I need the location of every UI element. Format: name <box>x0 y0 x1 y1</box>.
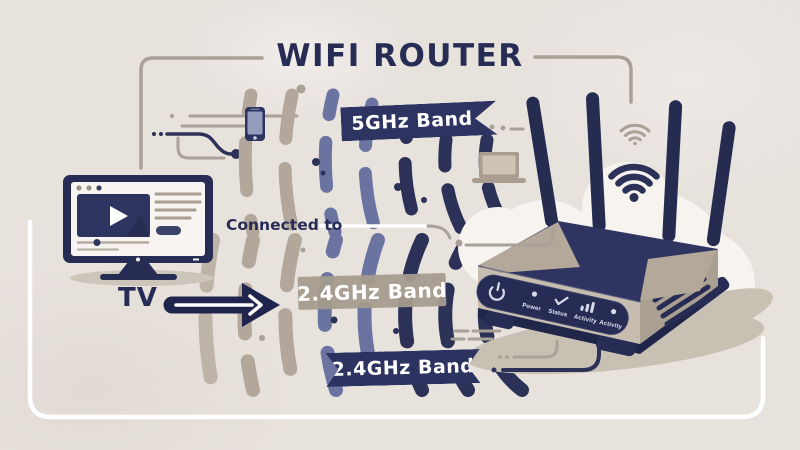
laptop-icon <box>472 152 526 183</box>
router-front-panel: Power Status Activity Activity <box>476 274 629 335</box>
tv-button <box>156 226 181 235</box>
router-label-power: Power <box>522 303 542 313</box>
router-connectors <box>450 329 601 373</box>
router-label-activity-2: Activity <box>599 320 623 331</box>
frame-border <box>27 219 766 420</box>
arrow-right-icon <box>163 283 280 327</box>
play-icon <box>110 206 128 226</box>
power-icon <box>488 282 505 301</box>
router-label-activity-1: Activity <box>573 314 597 325</box>
scatter-dots <box>259 84 525 341</box>
activity-bars-icon <box>580 301 595 313</box>
wifi-icon-small <box>619 123 651 146</box>
connected-to-line <box>318 224 555 247</box>
circuit-decorations <box>152 113 299 160</box>
banner-24ghz-mid: 2.4GHz Band <box>297 273 447 310</box>
title-connector-lines <box>139 55 633 170</box>
smartphone-icon <box>245 107 265 141</box>
tv-icon <box>63 175 214 286</box>
tv-text-lines <box>154 192 202 220</box>
page-title: WIFI ROUTER <box>276 38 524 74</box>
tv-label: TV <box>118 283 158 313</box>
status-check-icon <box>554 296 569 306</box>
antenna-icon <box>526 92 736 247</box>
connected-to-label: Connected to <box>226 216 343 234</box>
router-label-status: Status <box>548 309 569 319</box>
power-led <box>531 291 538 297</box>
banner-24ghz-bottom: 2.4GHz Band <box>326 349 481 387</box>
activity-led-icon <box>610 309 617 315</box>
router-icon: Power Status Activity Activity <box>465 92 773 375</box>
banner-5ghz: 5GHz Band <box>340 101 497 142</box>
wifi-icon-large <box>608 163 660 202</box>
